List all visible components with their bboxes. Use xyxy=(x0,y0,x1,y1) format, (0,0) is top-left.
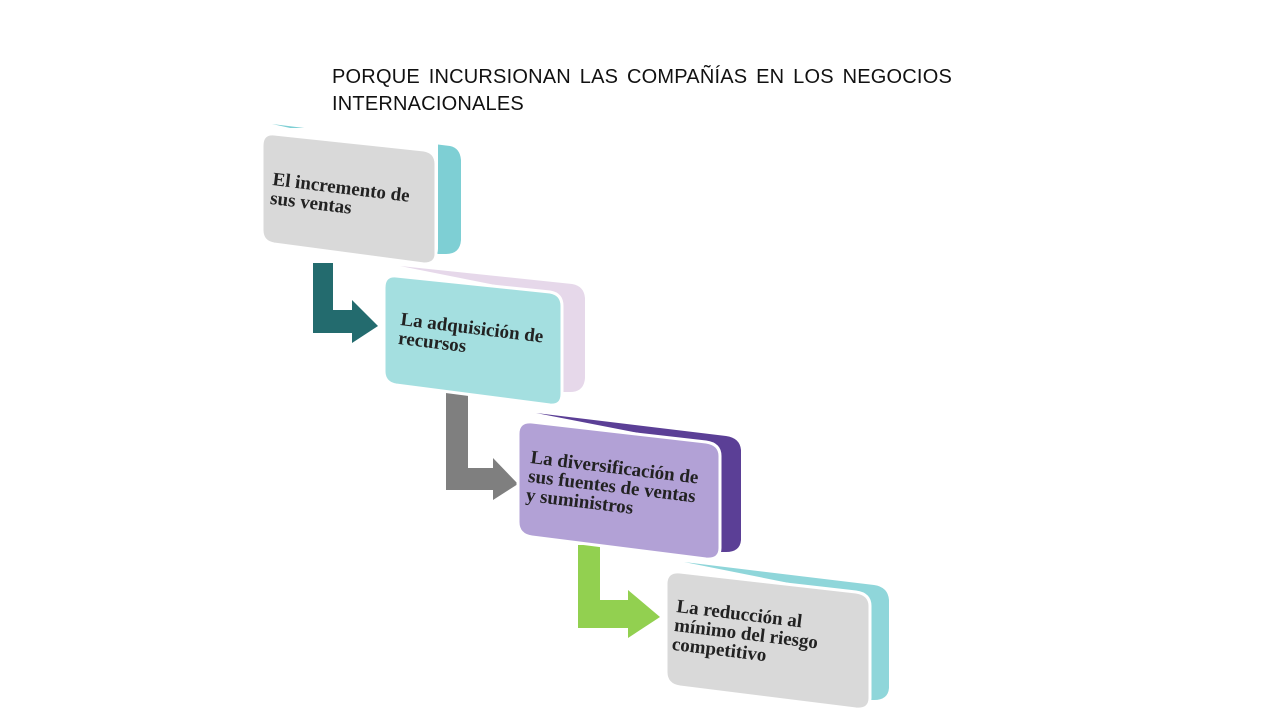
step-3-text: La diversificación desus fuentes de vent… xyxy=(525,447,700,526)
step-box-2: La adquisición derecursos xyxy=(382,266,585,407)
step-box-1-face xyxy=(260,132,438,266)
step-arrow-3 xyxy=(578,545,660,638)
step-box-2-face xyxy=(382,274,564,407)
step-arrow-2 xyxy=(446,392,518,500)
step-box-3: La diversificación desus fuentes de vent… xyxy=(516,413,741,561)
step-box-4: La reducción almínimo del riesgocompetit… xyxy=(664,562,889,711)
step-box-2-side xyxy=(400,266,585,392)
step-box-1-side xyxy=(272,124,461,254)
step-arrow-1 xyxy=(313,253,378,343)
step-box-3-face xyxy=(516,420,722,561)
step-box-1: El incremento desus ventas xyxy=(258,124,461,266)
step-box-4-face xyxy=(664,570,872,711)
slide-title: PORQUE INCURSIONAN LAS COMPAÑÍAS EN LOS … xyxy=(332,66,952,115)
